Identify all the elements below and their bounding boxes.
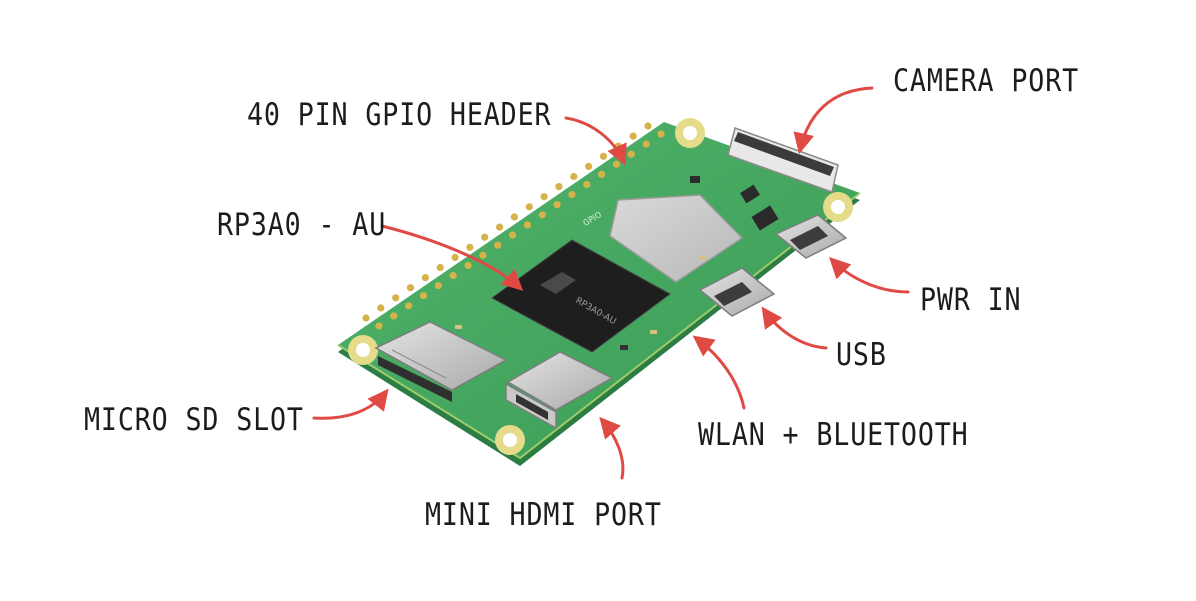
- gpio-pad: [479, 251, 487, 259]
- soc-label: RP3A0 - AU: [217, 207, 387, 243]
- gpio-pad: [392, 294, 400, 302]
- gpio-pad: [538, 211, 546, 219]
- arrow-camera: [793, 86, 874, 155]
- gpio-pad: [436, 263, 444, 272]
- gpio-pad: [642, 140, 650, 148]
- gpio-pad: [627, 150, 635, 158]
- mini-hdmi-port-label: MINI HDMI PORT: [425, 497, 662, 533]
- gpio-pad: [540, 193, 548, 201]
- gpio-pad: [405, 302, 413, 310]
- gpio-pad: [644, 122, 652, 130]
- gpio-pad: [421, 274, 429, 282]
- micro-sd-slot: [374, 321, 508, 402]
- wlan-bluetooth-label: WLAN + BLUETOOTH: [698, 417, 969, 453]
- arrow-sd: [312, 388, 389, 420]
- arrow-wlan: [692, 335, 746, 410]
- gpio-pad: [510, 213, 518, 221]
- wireless-shield-can: GPIO: [582, 194, 744, 283]
- gpio-header-label: 40 PIN GPIO HEADER: [247, 97, 552, 133]
- gpio-pad: [568, 191, 576, 199]
- arrow-usb: [761, 306, 828, 350]
- arrow-gpio: [564, 116, 627, 166]
- gpio-pad: [612, 160, 621, 168]
- gpio-pad: [598, 170, 606, 178]
- gpio-pad: [629, 132, 637, 140]
- camera-port-label: CAMERA PORT: [893, 63, 1080, 99]
- gpio-pad: [466, 243, 474, 251]
- gpio-pad: [406, 284, 415, 292]
- arrow-pwr: [829, 257, 910, 294]
- gpio-pad: [555, 183, 563, 191]
- gpio-pad: [377, 304, 385, 312]
- gpio-pad: [481, 233, 489, 241]
- rp3a0-chip: RP3A0-AU: [491, 239, 671, 353]
- mounting-holes: [348, 118, 853, 455]
- gpio-pad: [419, 292, 428, 300]
- gpio-pad: [585, 162, 593, 170]
- gpio-pad: [508, 231, 517, 239]
- gpio-pad: [599, 152, 608, 160]
- usb-label: USB: [836, 337, 887, 373]
- gpio-pad: [390, 312, 398, 320]
- arrow-hdmi: [599, 416, 625, 480]
- usb-port: [698, 267, 776, 317]
- gpio-pad: [449, 271, 457, 280]
- gpio-pad: [657, 130, 665, 138]
- gpio-pad: [362, 314, 370, 322]
- gpio-pad: [494, 241, 502, 249]
- gpio-pad: [553, 201, 561, 209]
- gpio-pad: [434, 282, 442, 290]
- gpio-pad: [496, 223, 504, 231]
- gpio-pad: [525, 203, 533, 211]
- gpio-pad: [375, 322, 383, 330]
- arrow-soc: [380, 224, 524, 291]
- gpio-pad: [583, 180, 591, 189]
- micro-sd-slot-label: MICRO SD SLOT: [84, 402, 304, 438]
- gpio-pad: [464, 261, 472, 269]
- pwr-in-label: PWR IN: [920, 282, 1022, 318]
- gpio-pad: [451, 253, 459, 261]
- gpio-pad: [570, 172, 578, 181]
- callout-arrows: [312, 86, 910, 480]
- gpio-pad: [523, 221, 532, 229]
- pwr-in-port: [774, 214, 848, 259]
- mini-hdmi-port: [505, 351, 614, 430]
